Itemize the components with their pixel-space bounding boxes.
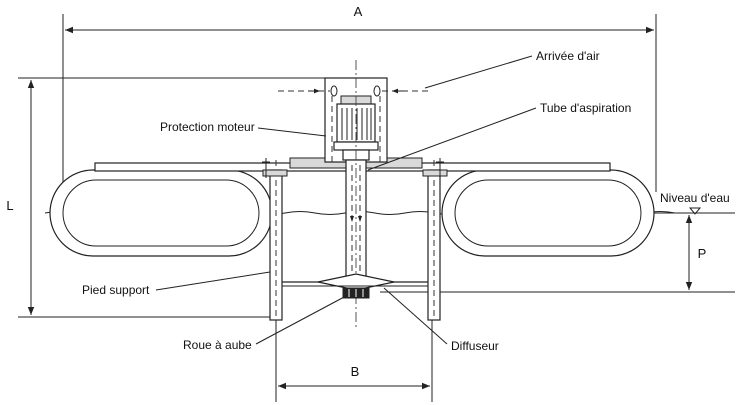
callout-water-level: Niveau d'eau	[660, 191, 730, 205]
callout-motor-protection: Protection moteur	[160, 120, 327, 137]
dimension-a-label: A	[354, 4, 363, 19]
dimension-l: L	[6, 77, 330, 318]
callout-support-leg: Pied support	[82, 271, 271, 297]
label-paddle-wheel: Roue à aube	[183, 338, 252, 352]
callout-diffuser: Diffuseur	[383, 287, 499, 353]
diffuser-assembly	[282, 273, 428, 299]
dimension-b-label: B	[351, 364, 360, 379]
callout-air-inlet: Arrivée d'air	[424, 49, 600, 89]
label-suction-tube: Tube d'aspiration	[540, 101, 631, 115]
dimension-b: B	[275, 318, 433, 402]
dimension-p-label: P	[698, 246, 707, 261]
label-air-inlet: Arrivée d'air	[536, 49, 600, 63]
label-water-level: Niveau d'eau	[660, 191, 730, 205]
support-legs	[262, 158, 448, 321]
left-float	[49, 169, 273, 257]
right-float	[441, 169, 655, 257]
dimension-l-label: L	[6, 198, 13, 213]
callout-suction-tube: Tube d'aspiration	[367, 101, 631, 171]
callout-paddle-wheel: Roue à aube	[183, 295, 347, 352]
label-diffuser: Diffuseur	[451, 339, 499, 353]
label-motor-protection: Protection moteur	[160, 120, 255, 134]
label-support-leg: Pied support	[82, 283, 150, 297]
water-level-symbol	[688, 207, 702, 215]
dimension-a: A	[62, 4, 657, 192]
